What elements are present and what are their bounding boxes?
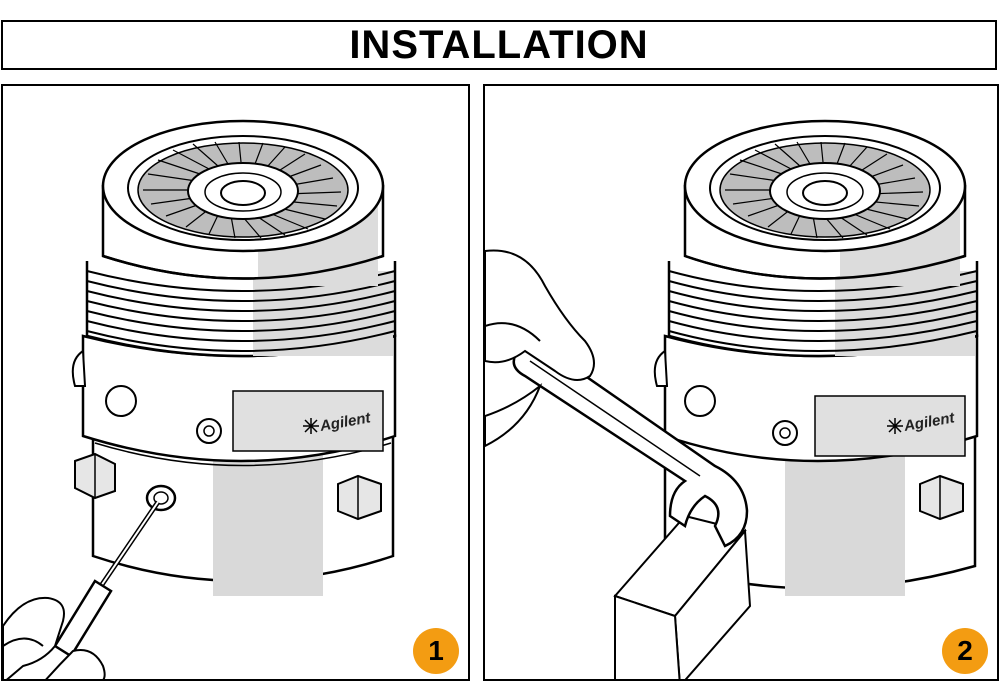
pump-wrench-illustration: Agilent: [485, 119, 979, 679]
hand-holding-wrench: [485, 249, 595, 448]
step-number-badge: 1: [413, 628, 459, 674]
pump-inlet-rim: [683, 119, 967, 253]
screw-hole: [145, 484, 177, 512]
pump-screwdriver-illustration: Agilent: [3, 119, 397, 679]
hand-holding-screwdriver: [3, 596, 106, 679]
sunburst-logo-icon: [887, 418, 903, 434]
page-title: INSTALLATION: [349, 22, 649, 67]
pump-lower-body: [91, 434, 395, 596]
pump-inlet-rim: [101, 119, 385, 253]
mounting-nut-right: [919, 474, 964, 521]
sunburst-logo-icon: [303, 418, 319, 434]
wrench: [512, 344, 749, 548]
mounting-nut-right: [337, 474, 382, 521]
step-2-panel: Agilent: [483, 84, 999, 681]
pump-flange: Agilent: [653, 334, 979, 463]
cooling-fins: [85, 261, 397, 358]
step-1-panel: Agilent: [1, 84, 470, 681]
mounting-nut-left: [74, 452, 116, 500]
step-number-badge: 2: [942, 628, 988, 674]
clamp-block: [613, 514, 752, 679]
title-bar: INSTALLATION: [1, 20, 997, 70]
